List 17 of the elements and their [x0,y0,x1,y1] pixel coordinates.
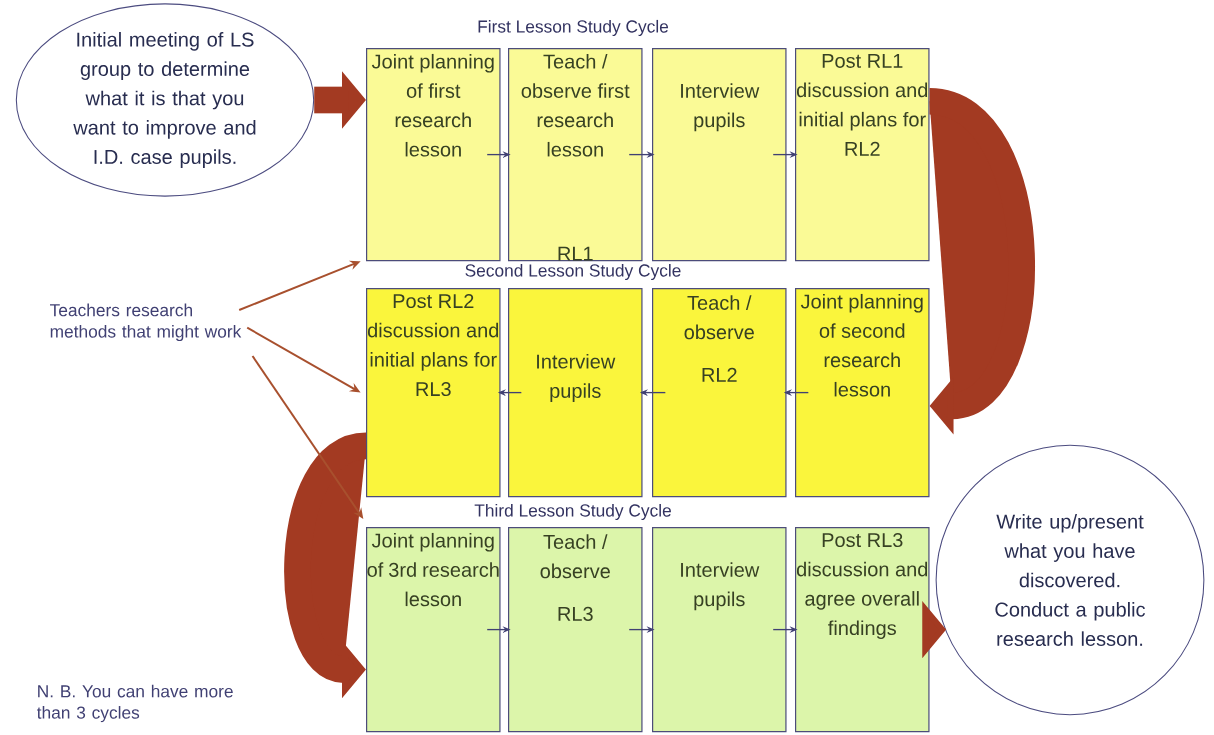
process-box: Joint planning of second research lesson [795,288,930,498]
note-text: Teachers research methods that might work [50,303,242,342]
process-box: Interview pupils [652,527,787,733]
process-box: Teach / observe RL3 [508,527,643,733]
process-box: Post RL3 discussion and agree overall findings [795,527,930,733]
process-box: Joint planning of first research lesson [366,48,501,262]
process-box: Post RL1 discussion and initial plans for RL2 [795,48,930,262]
process-box: Teach / observe first research lesson RL1 [508,48,643,262]
process-box: Interview pupils [652,48,787,262]
cycle-title: First Lesson Study Cycle [478,19,669,37]
process-box: Interview pupils [508,288,643,498]
process-box: Joint planning of 3rd research lesson [366,527,501,733]
cycle-title: Third Lesson Study Cycle [474,503,671,521]
cycle-title: Second Lesson Study Cycle [465,263,681,281]
process-box: Post RL2 discussion and initial plans for RL3 [366,288,501,498]
note-text: N. B. You can have more than 3 cycles [37,684,233,723]
process-box: Teach / observe RL2 [652,288,787,498]
